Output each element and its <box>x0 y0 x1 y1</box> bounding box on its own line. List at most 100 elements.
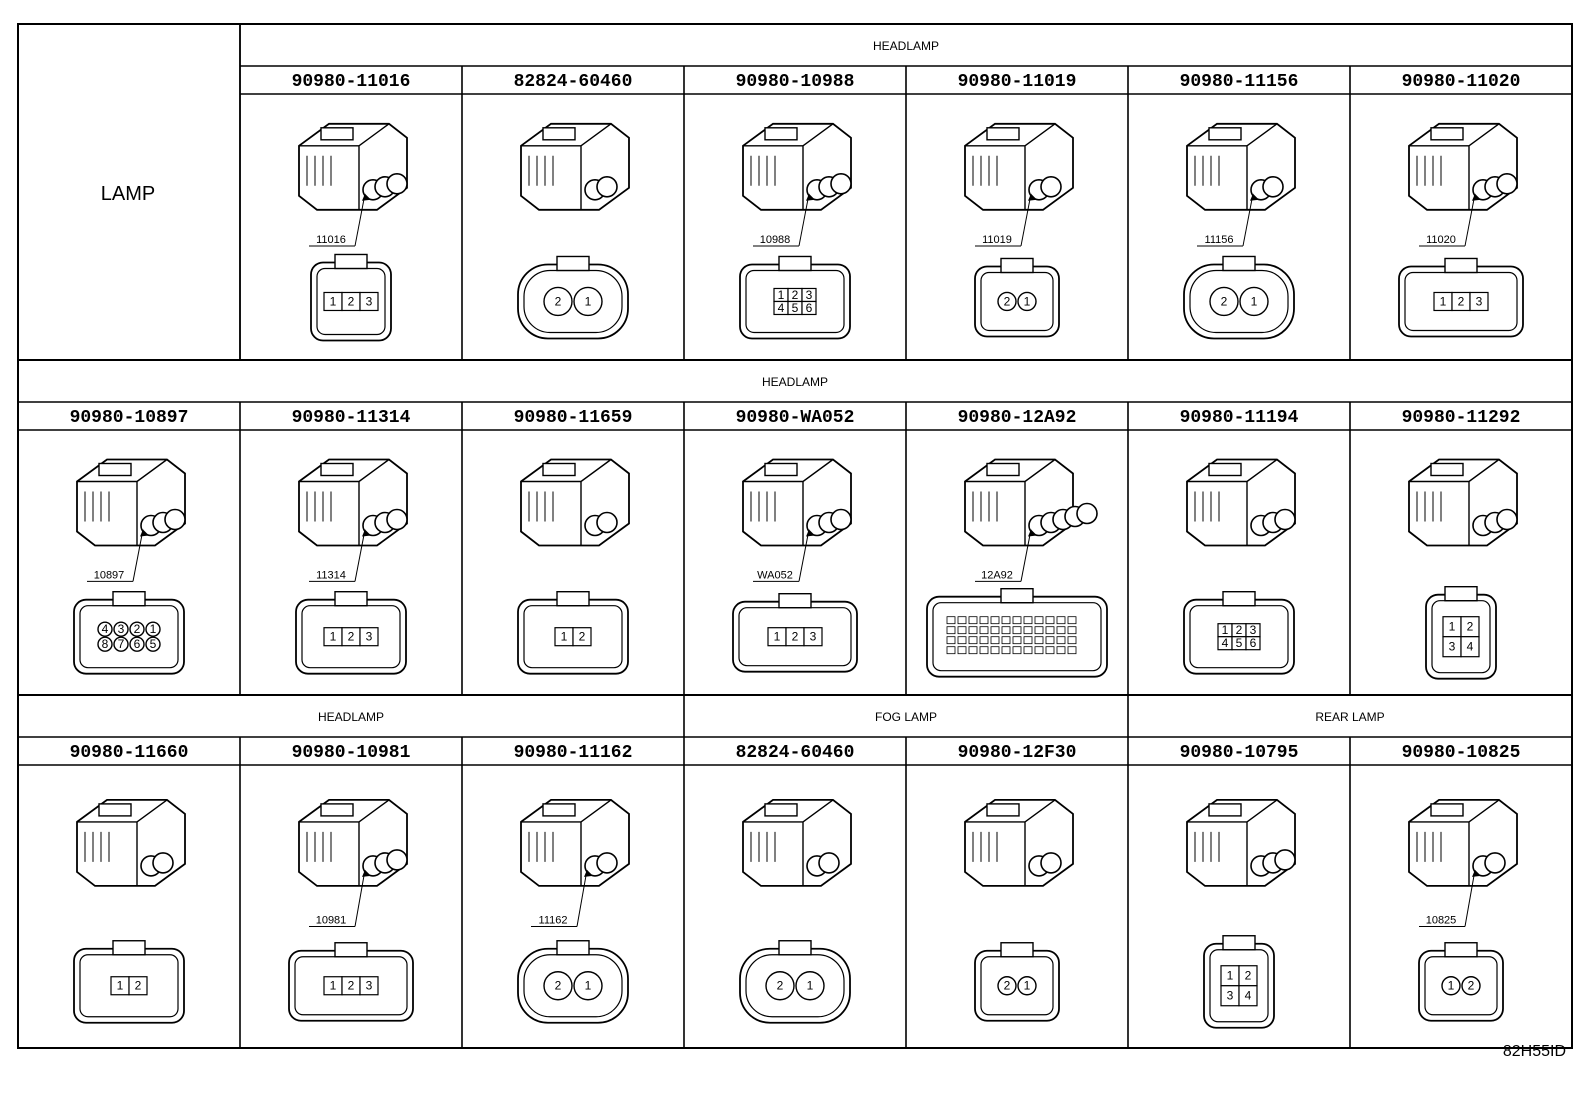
pin-number: 1 <box>561 630 568 644</box>
connector-drawing <box>298 122 408 342</box>
connector-housing-icon <box>742 458 852 547</box>
pin-number: 1 <box>1227 969 1234 983</box>
connector-drawing <box>1398 122 1524 338</box>
connector-drawing <box>739 799 852 1024</box>
connector-face-icon <box>517 591 629 675</box>
pin-number: 7 <box>118 637 125 651</box>
pin-number: 1 <box>1448 979 1455 993</box>
pin-number: 1 <box>117 979 124 993</box>
connector-housing-icon <box>76 458 186 547</box>
section-label: FOG LAMP <box>875 710 937 724</box>
pin-number: 1 <box>1222 623 1229 637</box>
connector-face-icon <box>1398 257 1524 338</box>
part-number: 90980-11019 <box>958 72 1077 92</box>
connector-housing-icon <box>1408 799 1518 887</box>
pin-number: 2 <box>348 294 355 308</box>
part-number: 90980-11660 <box>70 743 189 763</box>
connector-face-icon <box>517 255 629 340</box>
part-number: 90980-11156 <box>1180 72 1299 92</box>
connector-drawing <box>295 458 408 675</box>
connector-housing-icon <box>520 122 630 211</box>
connector-face-icon <box>1203 935 1275 1029</box>
connector-drawing <box>964 122 1074 338</box>
pin-number: 1 <box>585 294 592 308</box>
pin-number: 3 <box>810 630 817 644</box>
pin-number: 2 <box>777 979 784 993</box>
connector-housing-icon <box>742 799 852 887</box>
section-label: REAR LAMP <box>1315 710 1384 724</box>
pin-number: 3 <box>1250 623 1257 637</box>
pin-number: 2 <box>1468 979 1475 993</box>
pin-number: 1 <box>774 630 781 644</box>
part-number: 90980-11659 <box>514 408 633 428</box>
pin-number: 1 <box>1449 620 1456 634</box>
connector-drawing <box>73 799 186 1024</box>
connector-housing-icon <box>298 799 408 887</box>
pin-number: 2 <box>1004 979 1011 993</box>
connector-face-icon <box>974 942 1060 1022</box>
pin-number: 4 <box>102 622 109 636</box>
connector-housing-icon <box>76 799 186 887</box>
connector-face-icon <box>310 253 392 342</box>
pin-number: 3 <box>118 622 125 636</box>
pin-number: 2 <box>135 979 142 993</box>
pin-number: 1 <box>330 294 337 308</box>
pin-number: 3 <box>1476 294 1483 308</box>
connector-drawing <box>1408 799 1518 1022</box>
part-number: 90980-10795 <box>1180 743 1299 763</box>
connector-housing-icon <box>964 799 1074 887</box>
pin-number: 2 <box>1467 620 1474 634</box>
part-number: 90980-11314 <box>292 408 411 428</box>
pin-number: 2 <box>792 288 799 302</box>
part-number: 82824-60460 <box>514 72 633 92</box>
connector-housing-icon <box>1186 458 1296 547</box>
connector-face-icon <box>1183 255 1295 340</box>
connector-drawing <box>926 458 1108 678</box>
pin-number: 1 <box>807 979 814 993</box>
part-number: 90980-11162 <box>514 743 633 763</box>
pin-number: 3 <box>1227 989 1234 1003</box>
connector-housing-icon <box>1186 799 1296 887</box>
pin-number: 3 <box>806 288 813 302</box>
connector-drawing <box>964 799 1074 1022</box>
connector-face-icon <box>73 591 185 675</box>
pin-number: 1 <box>778 288 785 302</box>
pin-number: 2 <box>1245 969 1252 983</box>
pin-number: 1 <box>1251 294 1258 308</box>
connector-drawing <box>517 458 630 675</box>
connector-face-icon <box>732 593 858 673</box>
section-label: HEADLAMP <box>318 710 384 724</box>
pin-number: 1 <box>330 979 337 993</box>
callout-label: 10825 <box>1426 914 1457 926</box>
connector-face-icon <box>739 255 851 340</box>
pin-number: 3 <box>1449 640 1456 654</box>
connector-face-icon <box>926 588 1108 678</box>
pin-number: 2 <box>134 622 141 636</box>
pin-number: 4 <box>1245 989 1252 1003</box>
connector-face-icon <box>739 940 851 1024</box>
pin-number: 1 <box>330 630 337 644</box>
connector-housing-icon <box>1186 122 1296 211</box>
connector-face-icon <box>288 942 414 1022</box>
pin-number: 2 <box>1236 623 1243 637</box>
connector-housing-icon <box>964 458 1098 547</box>
connector-housing-icon <box>298 458 408 547</box>
connector-housing-icon <box>520 458 630 547</box>
pin-number: 1 <box>1024 979 1031 993</box>
pin-number: 2 <box>348 979 355 993</box>
connector-housing-icon <box>742 122 852 211</box>
part-number: 90980-WA052 <box>736 408 855 428</box>
pin-number: 3 <box>366 294 373 308</box>
part-number: 90980-10897 <box>70 408 189 428</box>
table-border <box>17 23 1573 1049</box>
connector-drawing <box>1183 458 1296 675</box>
connector-drawing <box>1408 458 1518 680</box>
section-label: HEADLAMP <box>762 375 828 389</box>
pin-number: 3 <box>366 979 373 993</box>
section-label: HEADLAMP <box>873 39 939 53</box>
table-grid <box>17 23 1573 1049</box>
connector-drawing <box>739 122 852 340</box>
part-number: 90980-11292 <box>1402 408 1521 428</box>
